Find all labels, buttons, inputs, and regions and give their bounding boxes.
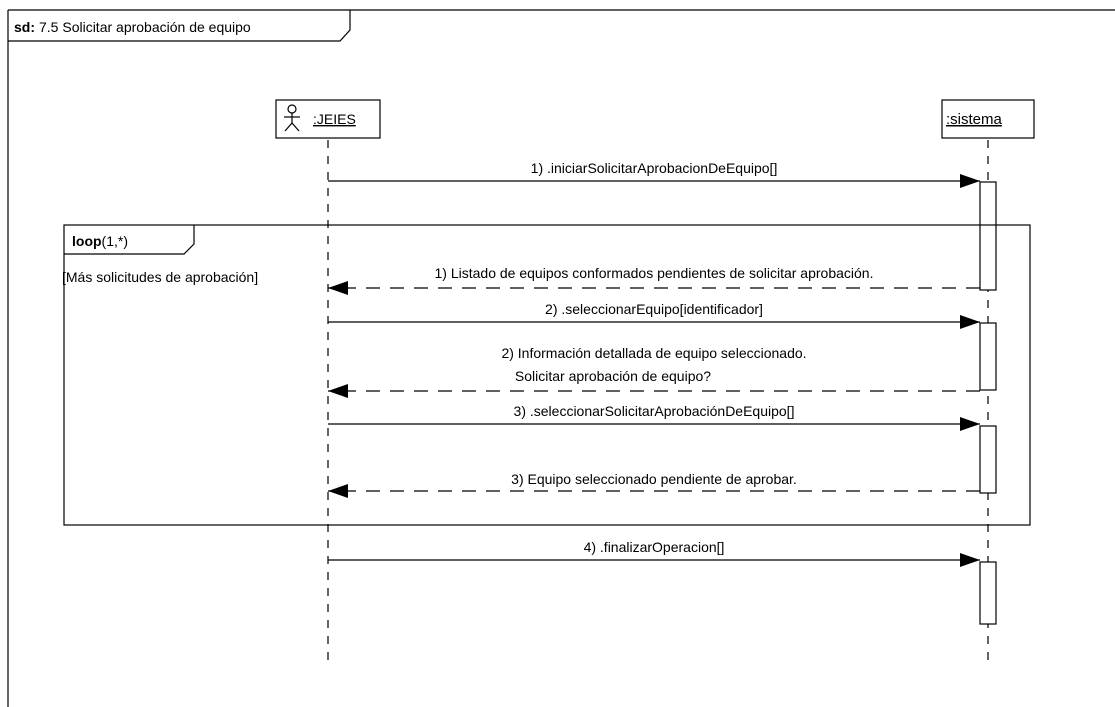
activation-bar (979, 561, 997, 625)
message-label: 1) .iniciarSolicitarAprobacionDeEquipo[] (531, 160, 778, 176)
activation-bars (979, 181, 997, 625)
message-2-call: 2) .seleccionarEquipo[identificador] (328, 301, 980, 329)
message-1-call: 1) .iniciarSolicitarAprobacionDeEquipo[] (328, 160, 980, 188)
message-4-call: 4) .finalizarOperacion[] (328, 539, 980, 567)
message-2-return: 2) Información detallada de equipo selec… (328, 345, 980, 398)
loop-fragment: loop(1,*) [Más solicitudes de aprobación… (62, 224, 1031, 526)
diagram-frame: sd:7.5 Solicitar aprobación de equipo (7, 9, 1115, 707)
message-label: 4) .finalizarOperacion[] (584, 539, 725, 555)
message-label-line2: Solicitar aprobación de equipo? (515, 368, 711, 384)
message-3-call: 3) .seleccionarSolicitarAprobaciónDeEqui… (328, 403, 980, 431)
participant-jeies: :JEIES (275, 99, 381, 139)
participant-sistema: :sistema (941, 99, 1035, 139)
activation-bar (979, 181, 997, 291)
message-label: 3) .seleccionarSolicitarAprobaciónDeEqui… (514, 403, 795, 419)
message-label: 3) Equipo seleccionado pendiente de apro… (511, 471, 797, 487)
loop-guard: [Más solicitudes de aprobación] (62, 269, 258, 285)
message-1-return: 1) Listado de equipos conformados pendie… (328, 265, 980, 295)
message-label: 1) Listado de equipos conformados pendie… (435, 265, 874, 281)
activation-bar (979, 322, 997, 391)
frame-title: sd:7.5 Solicitar aprobación de equipo (14, 19, 251, 35)
activation-bar (979, 425, 997, 494)
participant-label: :sistema (946, 111, 1003, 128)
message-label: 2) .seleccionarEquipo[identificador] (545, 301, 763, 317)
message-label-line1: 2) Información detallada de equipo selec… (501, 345, 806, 361)
actor-icon (284, 104, 300, 132)
participant-label: :JEIES (313, 111, 356, 127)
loop-label: loop(1,*) (72, 233, 128, 249)
message-3-return: 3) Equipo seleccionado pendiente de apro… (328, 471, 980, 498)
